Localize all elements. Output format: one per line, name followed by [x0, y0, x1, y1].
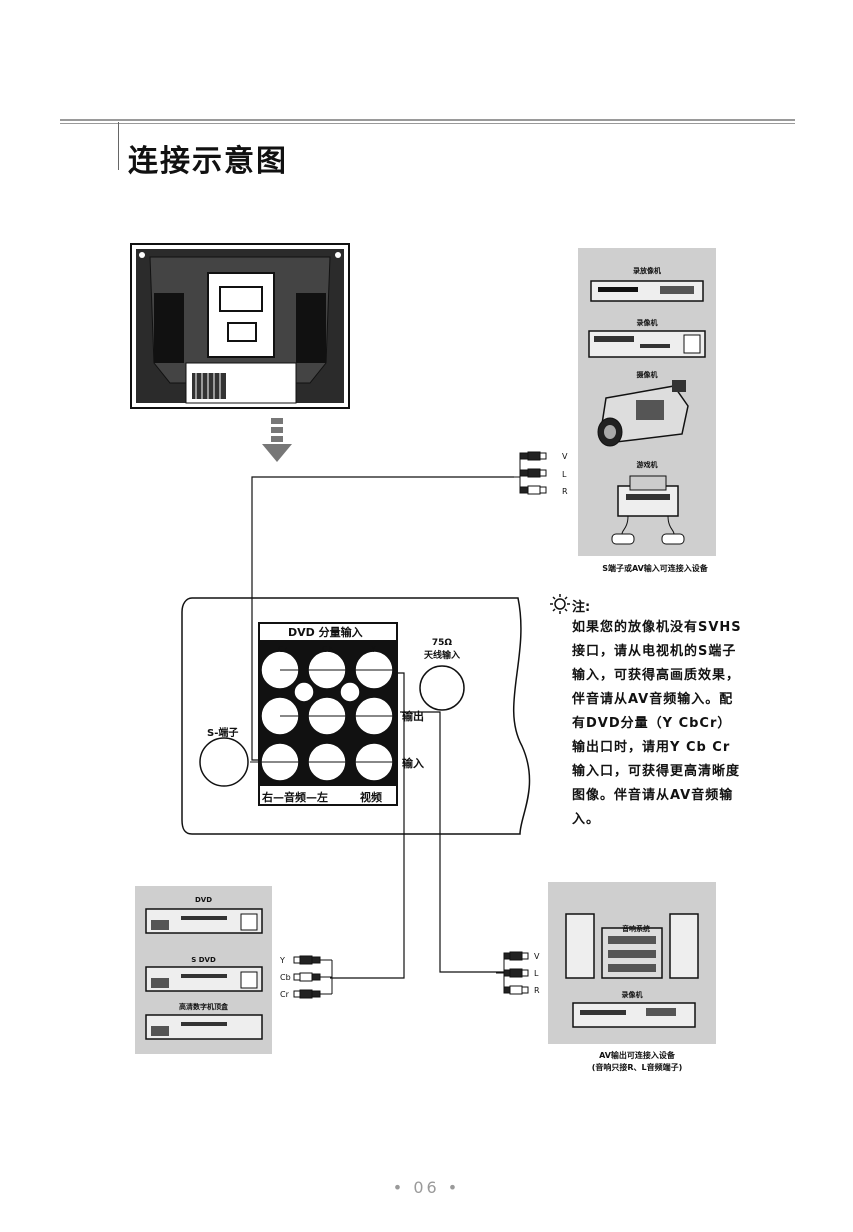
- vcr-player-illustration: [590, 280, 704, 302]
- output-devices-panel: 音响系统 录像机: [548, 882, 716, 1044]
- camcorder-illustration: [597, 380, 689, 447]
- av-label-r: R: [562, 487, 568, 496]
- header-rule-top: [60, 119, 795, 121]
- audio-system-illustration: [565, 913, 699, 979]
- down-arrow-icon: [262, 418, 292, 468]
- dvd-player-illustration: [145, 908, 263, 934]
- video-label: 视频: [360, 791, 382, 804]
- vcr-bottom-illustration: [572, 1002, 696, 1028]
- device-label-vcr-bottom: 录像机: [621, 991, 643, 999]
- input-devices-caption: S端子或AV输入可连接入设备: [602, 564, 708, 573]
- device-label-hd-stb: 高清数字机顶盒: [179, 1003, 228, 1011]
- out-label-l: L: [534, 969, 539, 978]
- output-label: 输出: [402, 710, 424, 723]
- av-input-cable-top: [514, 450, 554, 500]
- game-console-illustration: [611, 475, 685, 545]
- rear-connector-panel: [181, 597, 531, 835]
- av-output-cable: [496, 950, 536, 1000]
- s-terminal-label: S-端子: [207, 728, 239, 739]
- jack-cb-label: Cb: [322, 645, 333, 654]
- page-number-decor-right: •: [447, 1178, 461, 1197]
- antenna-input-label: 75Ω 天线输入: [423, 638, 460, 661]
- jack-cr-label: Cr: [278, 645, 287, 654]
- note-text: 如果您的放像机没有SVHS接口，请从电视机的S端子输入，可获得高画质效果，伴音请…: [572, 620, 742, 827]
- dvd-component-label: DVD 分量输入: [288, 626, 363, 639]
- note-heading: 注:: [572, 600, 591, 615]
- lightbulb-icon: [550, 594, 570, 618]
- cable-label-y: Y: [280, 956, 285, 965]
- vcr-illustration: [588, 330, 706, 358]
- device-label-s-dvd: S DVD: [191, 956, 216, 964]
- output-devices-caption-2: (音响只接R、L音频端子): [591, 1063, 683, 1072]
- component-cable: [292, 954, 340, 1004]
- output-devices-caption-1: AV输出可连接入设备: [599, 1051, 675, 1060]
- cable-label-cb: Cb: [280, 973, 291, 982]
- out-label-v: V: [534, 952, 540, 961]
- device-label-vcr-player: 录放像机: [633, 267, 661, 275]
- input-devices-panel: 录放像机 录像机 摄像机 游戏机: [578, 248, 716, 556]
- tv-rear-illustration: [130, 243, 350, 409]
- jack-y-label: Y: [371, 645, 376, 654]
- device-label-camcorder: 摄像机: [636, 371, 658, 379]
- device-label-game-console: 游戏机: [636, 461, 658, 469]
- av-label-v: V: [562, 452, 568, 461]
- input-label: 输入: [402, 757, 424, 770]
- device-label-audio-system: 音响系统: [622, 925, 650, 933]
- page-number-decor-left: •: [392, 1178, 406, 1197]
- av-label-l: L: [562, 470, 567, 479]
- page-number: • 06 •: [0, 1178, 853, 1197]
- device-label-dvd: DVD: [194, 896, 213, 904]
- out-label-r: R: [534, 986, 540, 995]
- header-rule-bottom: [60, 123, 795, 124]
- page-number-value: 06: [413, 1178, 440, 1197]
- page-title: 连接示意图: [128, 144, 288, 179]
- device-label-vcr: 录像机: [636, 319, 658, 327]
- cable-label-cr: Cr: [280, 990, 289, 999]
- audio-label: 右—音频—左: [262, 791, 328, 804]
- component-devices-panel: DVD S DVD 高清数字机顶盒: [135, 886, 272, 1054]
- hd-stb-illustration: [145, 1014, 263, 1040]
- title-divider: [118, 122, 119, 170]
- s-dvd-player-illustration: [145, 966, 263, 992]
